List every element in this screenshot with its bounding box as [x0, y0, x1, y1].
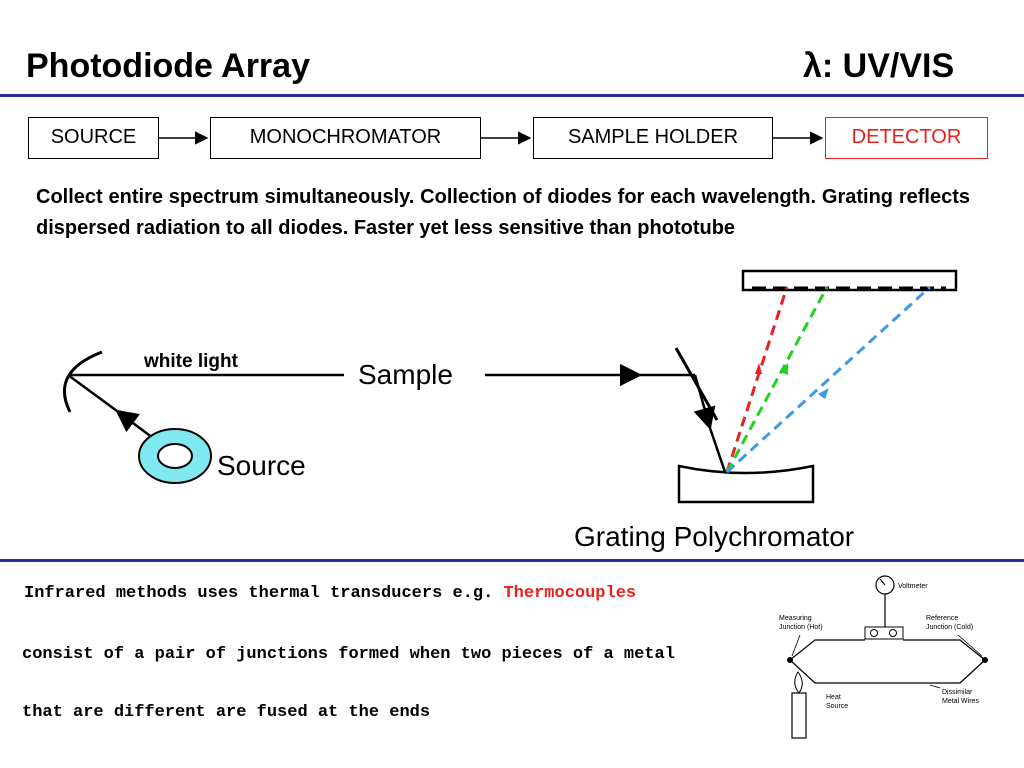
green-beam-arrowhead: [780, 363, 788, 375]
concave-mirror: [62, 350, 103, 413]
red-beam: [725, 286, 789, 473]
source-label: Source: [217, 450, 306, 481]
voltmeter-label: Voltmeter: [898, 583, 928, 590]
measuring-label-1: Measuring: [779, 615, 812, 622]
reference-label-1: Reference: [926, 615, 958, 622]
blue-beam-arrowhead: [818, 388, 829, 399]
footer-line-1-text: Infrared methods uses thermal transducer…: [24, 584, 504, 603]
candle-icon: [791, 692, 807, 739]
thermocouple-diagram: Voltmeter Measuring Junction (Hot) Refer…: [779, 575, 988, 739]
page-subtitle: λ: UV/VIS: [803, 47, 955, 85]
bottom-divider: [0, 559, 1024, 562]
green-beam: [725, 286, 829, 473]
blue-beam: [725, 285, 932, 474]
reference-label-2: Junction (Cold): [926, 624, 973, 631]
description-text: Collect entire spectrum simultaneously. …: [36, 186, 970, 239]
grating-polychromator: [677, 464, 815, 504]
heat-label-1: Heat: [826, 694, 841, 701]
top-divider: [0, 94, 1024, 97]
measuring-label-2: Junction (Hot): [779, 624, 823, 631]
heat-label-2: Source: [826, 703, 848, 710]
footer-line-1: Infrared methods uses thermal transducer…: [24, 584, 636, 603]
page-title: Photodiode Array: [26, 47, 310, 85]
footer-line-2: consist of a pair of junctions formed wh…: [22, 645, 675, 664]
flame-icon: [794, 671, 803, 694]
flow-box-detector: DETECTOR: [825, 117, 988, 159]
flow-box-monochromator: MONOCHROMATOR: [210, 117, 481, 159]
photodiode-array: [741, 269, 958, 292]
wires-label-2: Metal Wires: [942, 698, 979, 705]
flow-box-source: SOURCE: [28, 117, 159, 159]
red-beam-arrowhead: [755, 363, 762, 374]
sample-label: Sample: [358, 359, 453, 390]
flow-box-sample-holder: SAMPLE HOLDER: [533, 117, 773, 159]
white-light-label: white light: [144, 351, 238, 372]
grating-beam-arrow: [693, 374, 716, 431]
grating-label: Grating Polychromator: [574, 521, 855, 552]
thermocouples-highlight: Thermocouples: [503, 584, 637, 603]
wires-label-1: Dissimilar: [942, 689, 973, 696]
footer-line-3: that are different are fused at the ends: [22, 703, 431, 722]
